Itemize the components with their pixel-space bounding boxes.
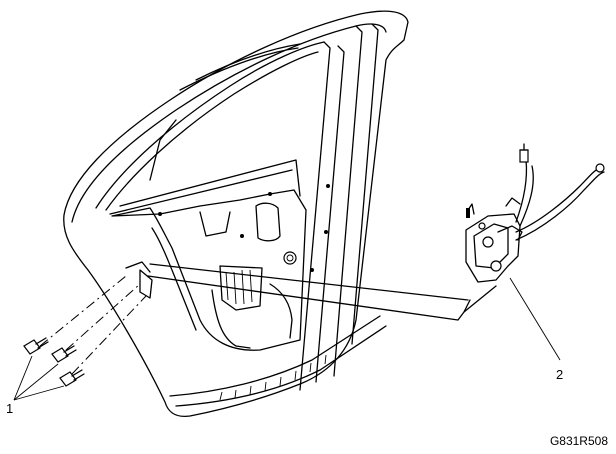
callout-2-leader	[509, 277, 561, 361]
callout-2-label: 2	[556, 367, 564, 382]
lock-rod	[147, 263, 497, 321]
screw-icon	[59, 369, 85, 387]
figure-code: G831R508	[549, 434, 608, 448]
door-frame	[63, 10, 409, 418]
lock-screws	[13, 275, 147, 401]
door-lock-actuator	[465, 143, 605, 283]
screw-icon	[23, 337, 49, 355]
screw-icon	[51, 345, 77, 363]
callout-1-label: 1	[6, 401, 14, 416]
inner-door-panel	[111, 184, 330, 351]
